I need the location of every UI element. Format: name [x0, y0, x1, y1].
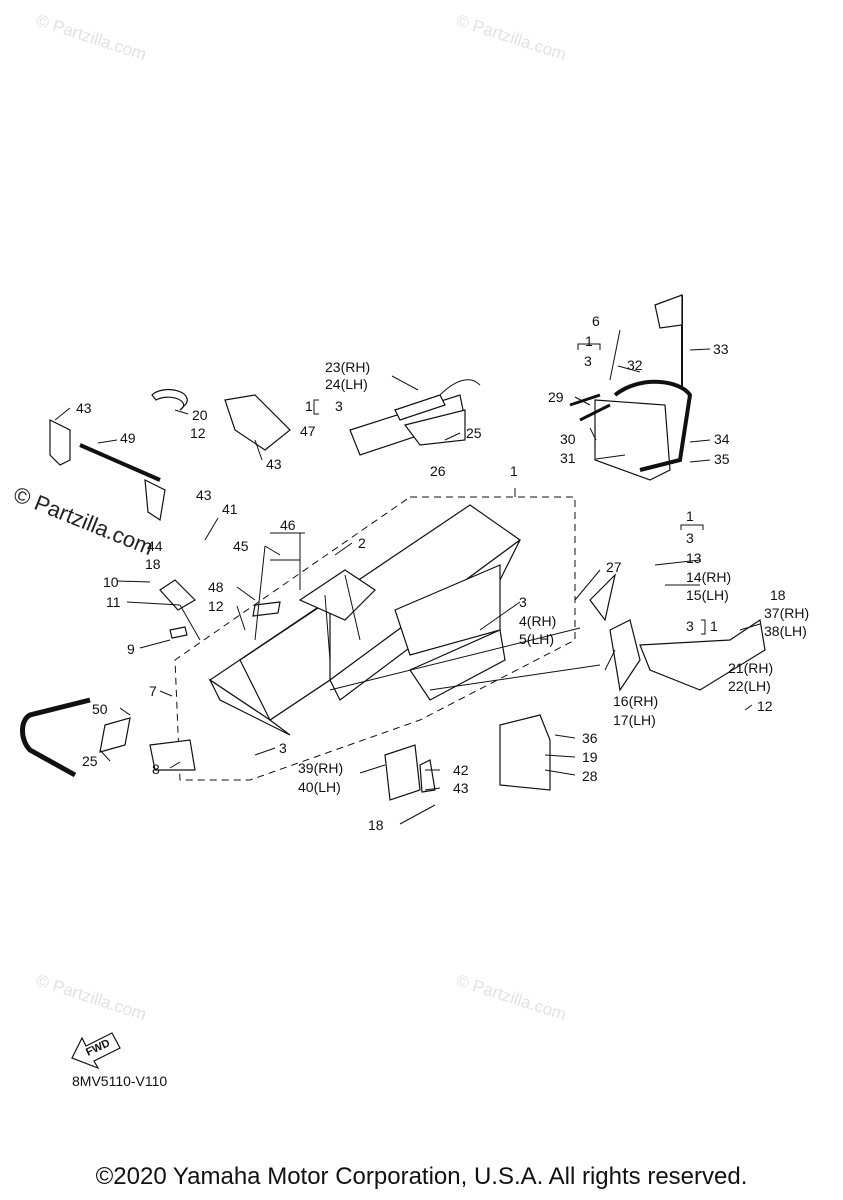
callout-label: 3 [686, 530, 694, 546]
watermark: © Partzilla.com [454, 11, 569, 64]
brackets [384, 714, 551, 801]
leader-lines [54, 329, 761, 825]
callout-label: 14(RH) [686, 569, 731, 585]
callout-label: 32 [627, 357, 643, 373]
callout-label: 15(LH) [686, 587, 729, 603]
callout-label: 26 [430, 463, 446, 479]
callout-label: 45 [233, 538, 249, 554]
callout-label: 24(LH) [325, 376, 368, 392]
callout-label: 36 [582, 730, 598, 746]
fwd-arrow-icon: FWD [71, 1032, 121, 1070]
callout-label: 1 [510, 463, 518, 479]
callout-label: 10 [103, 574, 119, 590]
callout-label: 31 [560, 450, 576, 466]
callout-label: 18 [145, 556, 161, 572]
watermark: © Partzilla.com [34, 971, 149, 1024]
callout-label: 29 [548, 389, 564, 405]
callout-label: 1 [305, 398, 313, 414]
callout-label: 3 [519, 594, 527, 610]
callout-label: 38(LH) [764, 623, 807, 639]
callout-label: 19 [582, 749, 598, 765]
front-stay [49, 388, 291, 522]
rear-bumper [569, 294, 693, 481]
callout-label: 25 [82, 753, 98, 769]
callout-label: 25 [466, 425, 482, 441]
callout-label: 20 [192, 407, 208, 423]
callout-label: 43 [76, 400, 92, 416]
callout-label: 22(LH) [728, 678, 771, 694]
callout-label: 12 [757, 698, 773, 714]
callout-label: 50 [92, 701, 108, 717]
callout-label: 35 [714, 451, 730, 467]
callout-label: 3 [335, 398, 343, 414]
callout-label: 3 [686, 618, 694, 634]
frame-body [208, 504, 522, 736]
callout-label: 11 [106, 594, 121, 610]
callout-label: 6 [592, 313, 600, 329]
bracket-marks [313, 343, 706, 635]
callout-label: 17(LH) [613, 712, 656, 728]
copyright-notice: ©2020 Yamaha Motor Corporation, U.S.A. A… [95, 1163, 748, 1190]
callout-label: 23(RH) [325, 359, 370, 375]
callout-label: 1 [686, 508, 694, 524]
handle-bar [20, 579, 281, 778]
callout-label: 2 [358, 535, 366, 551]
watermark: © Partzilla.com [34, 11, 149, 64]
callout-label: 27 [606, 559, 622, 575]
callout-label: 47 [300, 423, 316, 439]
callout-label: 42 [453, 762, 469, 778]
callout-label: 3 [584, 353, 592, 369]
callout-label: 21(RH) [728, 660, 773, 676]
callout-label: 7 [149, 683, 157, 699]
callout-label: 5(LH) [519, 631, 554, 647]
callout-label: 46 [280, 517, 296, 533]
callout-label: 1 [710, 618, 718, 634]
side-cover [349, 379, 481, 456]
callout-label: 18 [368, 817, 384, 833]
callout-label: 28 [582, 768, 598, 784]
callouts: 43 49 20 12 47 43 43 23(RH) 24(LH) 1 3 2… [76, 313, 809, 833]
callout-label: 49 [120, 430, 136, 446]
callout-label: 3 [279, 740, 287, 756]
callout-label: 12 [190, 425, 206, 441]
callout-label: 44 [147, 538, 163, 554]
callout-label: 48 [208, 579, 224, 595]
callout-label: 40(LH) [298, 779, 341, 795]
callout-label: 12 [208, 598, 224, 614]
callout-label: 37(RH) [764, 605, 809, 621]
running-board [589, 573, 766, 692]
callout-label: 39(RH) [298, 760, 343, 776]
callout-label: 8 [152, 761, 160, 777]
callout-label: 4(RH) [519, 613, 556, 629]
callout-label: 9 [127, 641, 135, 657]
callout-label: 43 [196, 487, 212, 503]
callout-label: 33 [713, 341, 729, 357]
callout-label: 13 [686, 550, 702, 566]
assembly-outline [174, 496, 576, 781]
callout-label: 34 [714, 431, 730, 447]
callout-label: 18 [770, 587, 786, 603]
callout-label: 41 [222, 501, 238, 517]
diagram-code: 8MV5110-V110 [72, 1073, 168, 1089]
callout-label: 43 [453, 780, 469, 796]
callout-label: 43 [266, 456, 282, 472]
callout-label: 16(RH) [613, 693, 658, 709]
callout-label: 30 [560, 431, 576, 447]
watermark: © Partzilla.com [454, 971, 569, 1024]
watermark-large: © Partzilla.com [10, 481, 157, 560]
callout-label: 1 [585, 333, 593, 349]
